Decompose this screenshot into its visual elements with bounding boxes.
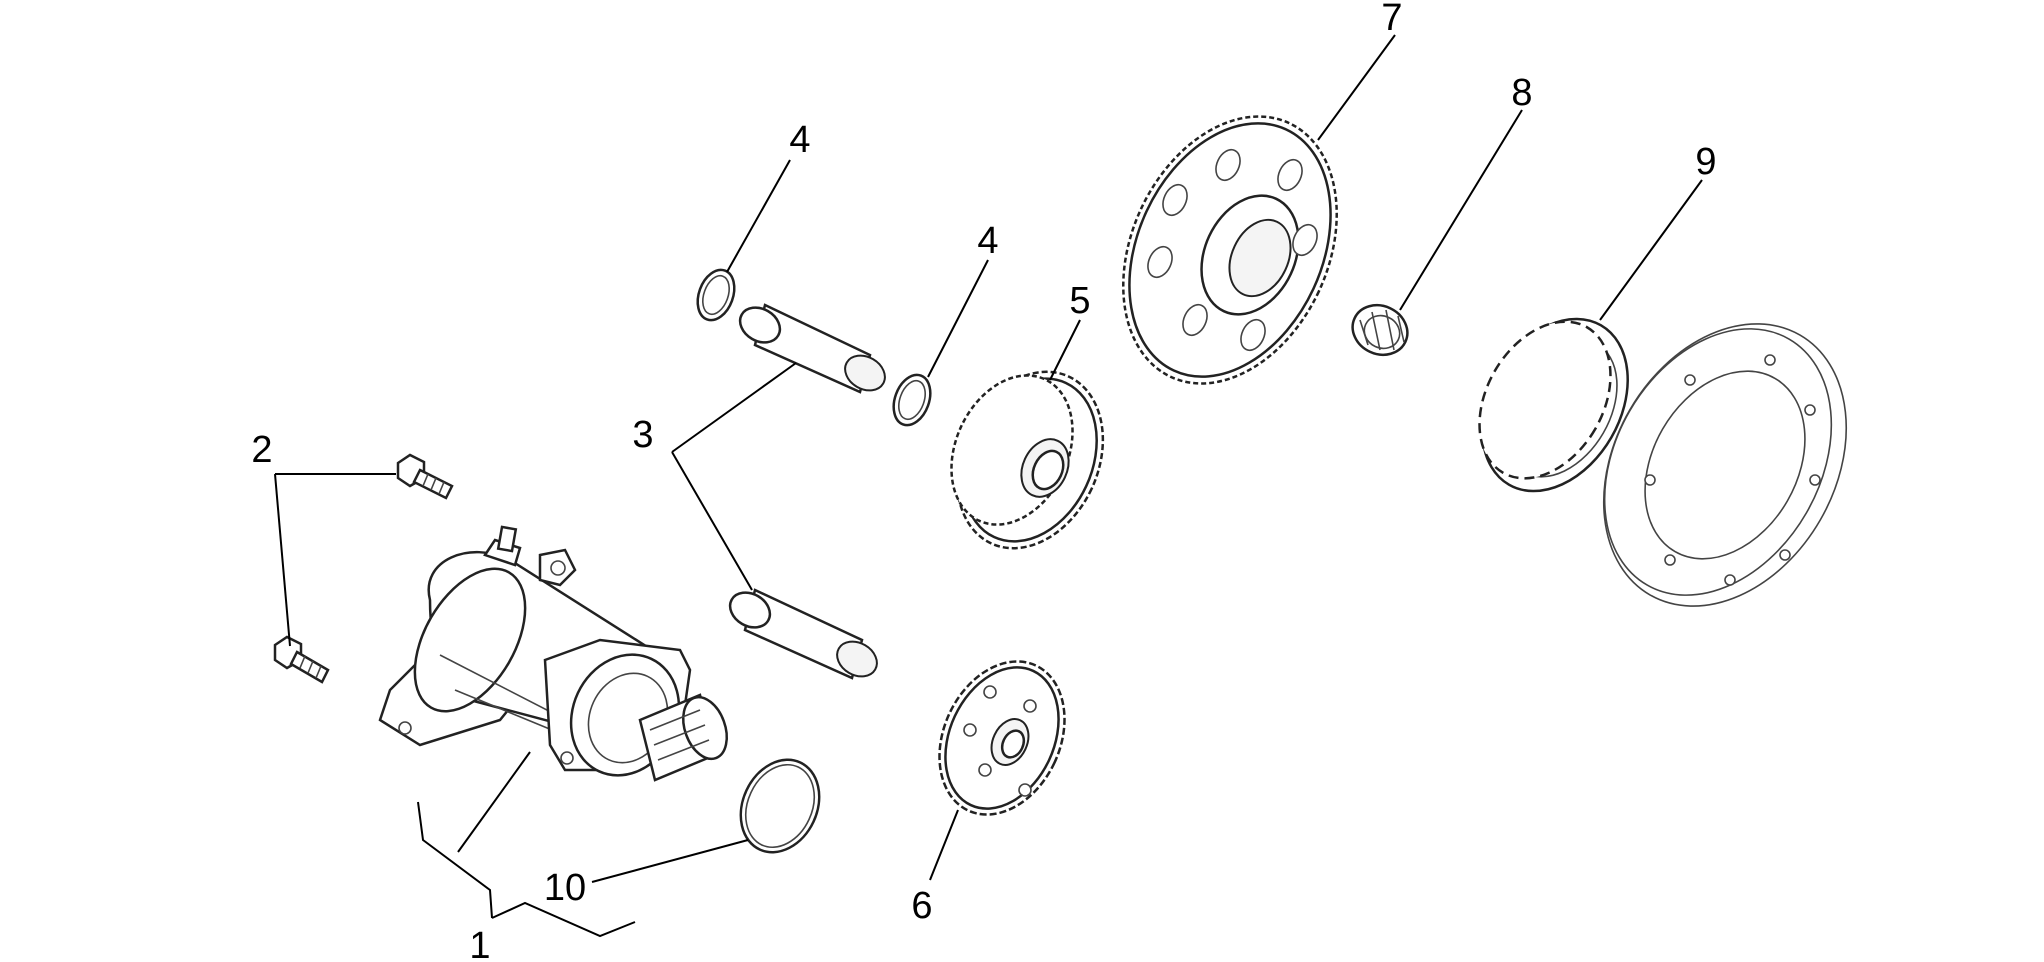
o-ring-10: [739, 758, 821, 854]
callout-7: 7: [1381, 0, 1402, 39]
ring-4-lower: [892, 373, 932, 427]
ring-plate: [1602, 323, 1848, 607]
leader-lines: [274, 34, 1703, 938]
gear-5: [950, 370, 1105, 550]
needle-bearing-8: [1351, 303, 1409, 357]
pin-upper: [738, 303, 886, 394]
callout-6: 6: [911, 885, 932, 927]
freewheel-9: [1478, 317, 1629, 493]
callout-4-upper: 4: [789, 119, 810, 161]
callout-3: 3: [632, 414, 653, 456]
callout-labels: 1 2 3 4 4 5 6 7 8 9 10: [251, 0, 1716, 962]
gear-6: [938, 660, 1066, 816]
callout-5: 5: [1069, 280, 1090, 322]
bolt-upper: [396, 453, 454, 500]
gear-7: [1122, 115, 1338, 385]
callout-2: 2: [251, 429, 272, 471]
bolt-lower: [273, 635, 330, 684]
callout-8: 8: [1511, 72, 1532, 114]
callout-9: 9: [1695, 141, 1716, 183]
callout-4-lower: 4: [977, 220, 998, 262]
starter-motor: [378, 525, 728, 782]
callout-10: 10: [544, 867, 586, 909]
pin-lower: [728, 588, 878, 680]
ring-4-upper: [696, 268, 736, 322]
callout-1: 1: [469, 925, 490, 962]
